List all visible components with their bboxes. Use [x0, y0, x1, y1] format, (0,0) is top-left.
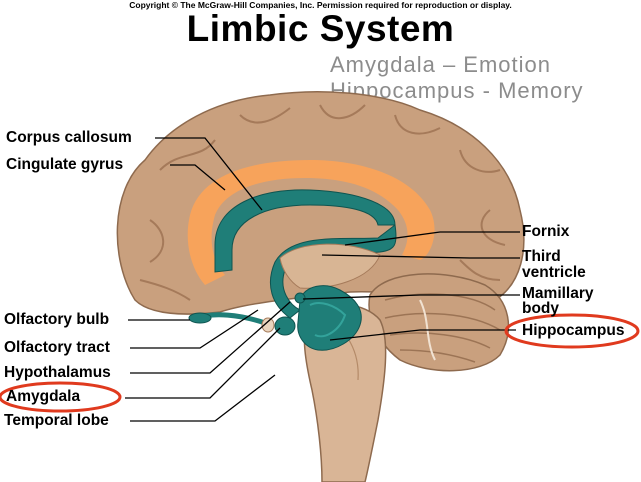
label-mamillary-body-line2: body	[522, 300, 560, 317]
cingulate-gyrus-shape	[187, 160, 435, 285]
amygdala-shape	[274, 316, 296, 336]
amygdala-highlight-circle	[0, 381, 122, 413]
label-temporal-lobe: Temporal lobe	[4, 412, 109, 429]
leader-fornix	[344, 231, 520, 246]
olfactory-bulb-shape	[188, 312, 212, 324]
subtitle-amygdala-emotion: Amygdala – Emotion	[330, 52, 551, 77]
label-mamillary-body-line1: Mamillary	[522, 285, 594, 302]
leader-temporal-lobe	[130, 374, 276, 422]
leader-lines	[125, 137, 520, 422]
label-hypothalamus: Hypothalamus	[4, 364, 111, 381]
leader-olfactory-tract	[130, 309, 259, 349]
cerebellum	[368, 273, 510, 372]
leader-mamillary-body	[302, 294, 520, 300]
label-olfactory-bulb: Olfactory bulb	[4, 311, 110, 328]
label-hippocampus: Hippocampus	[522, 322, 625, 339]
leader-amygdala	[125, 327, 281, 399]
label-cingulate-gyrus: Cingulate gyrus	[6, 156, 124, 173]
label-corpus-callosum: Corpus callosum	[6, 129, 132, 146]
leader-cingulate-gyrus	[170, 164, 226, 191]
leader-third-ventricle	[321, 254, 520, 259]
diagram-title: Limbic System	[186, 8, 455, 49]
leader-hypothalamus	[130, 301, 291, 374]
corpus-callosum-shape	[214, 189, 396, 273]
label-amygdala: Amygdala	[6, 388, 81, 405]
label-third-ventricle-line2: ventricle	[522, 264, 586, 281]
mamillary-body-shape	[294, 292, 306, 304]
hippocampus-shape	[297, 285, 362, 351]
label-olfactory-tract: Olfactory tract	[4, 339, 110, 356]
label-third-ventricle-line1: Third	[522, 248, 561, 265]
leader-corpus-callosum	[155, 137, 263, 211]
hippocampus-highlight-circle	[504, 313, 640, 349]
leader-hippocampus	[329, 329, 516, 341]
label-fornix: Fornix	[522, 223, 570, 240]
copyright-notice: Copyright © The McGraw-Hill Companies, I…	[129, 0, 512, 10]
